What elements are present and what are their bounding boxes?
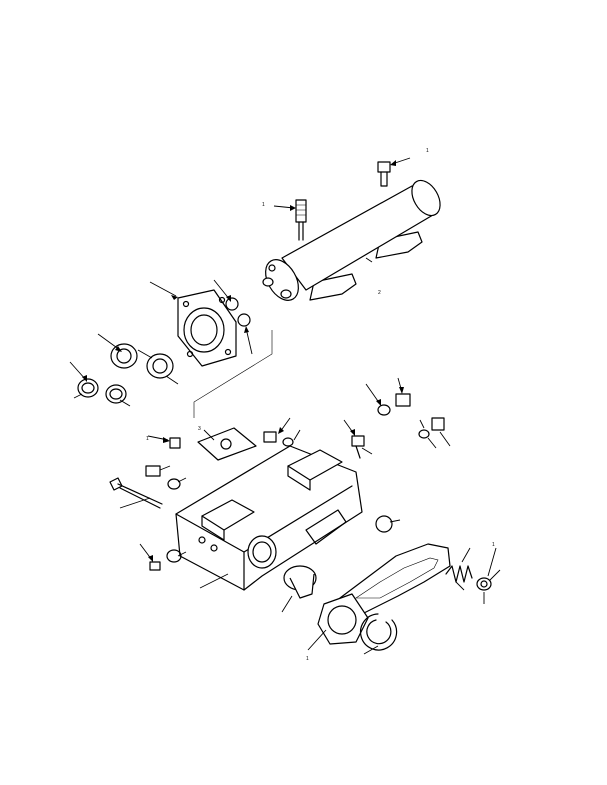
snap-ring bbox=[359, 613, 398, 651]
housing-body bbox=[175, 445, 363, 591]
adapter-flange bbox=[177, 289, 237, 367]
callout-round-gasket: 1 bbox=[306, 656, 309, 662]
cylindrical-cooler bbox=[262, 179, 441, 301]
callout-labels: 1 1 2 3 1 1 1 bbox=[146, 148, 495, 662]
plug bbox=[145, 393, 445, 571]
callout-cap-screw: 1 bbox=[426, 148, 429, 154]
callout-spacer-plate: 3 bbox=[198, 426, 201, 432]
valve-fitting bbox=[283, 515, 393, 599]
long-bolt bbox=[109, 477, 163, 509]
leader-lines bbox=[69, 157, 501, 655]
cap-screw bbox=[377, 161, 391, 187]
large-gasket bbox=[339, 543, 451, 615]
spacer-plate bbox=[197, 427, 257, 461]
seal-ring bbox=[110, 343, 174, 379]
callout-cooler: 2 bbox=[378, 290, 381, 296]
washer bbox=[476, 577, 492, 591]
callout-washer: 1 bbox=[492, 542, 495, 548]
o-ring bbox=[77, 297, 251, 404]
callout-plug: 1 bbox=[146, 436, 149, 442]
stud bbox=[295, 199, 307, 241]
round-gasket bbox=[317, 593, 369, 645]
spring bbox=[445, 565, 473, 583]
callout-stud: 1 bbox=[262, 202, 265, 208]
